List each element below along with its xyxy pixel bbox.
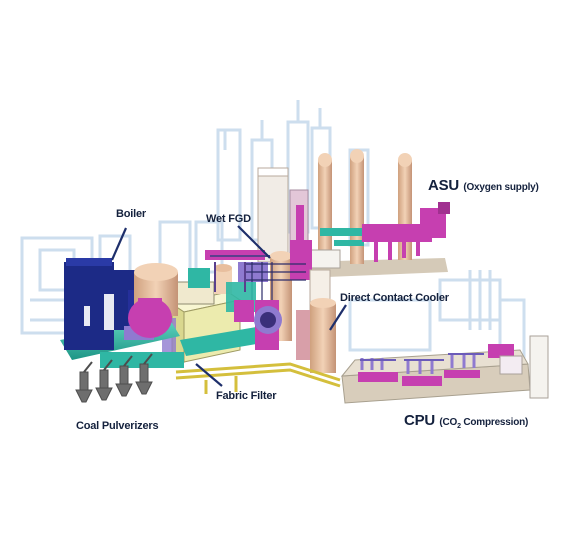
direct-contact-cooler-label: Direct Contact Cooler xyxy=(340,292,449,304)
label-leader-lines xyxy=(110,225,347,387)
cpu-label-main: CPU xyxy=(404,412,436,429)
cpu-label-sub-post: Compression) xyxy=(460,417,529,428)
storage-tank xyxy=(128,263,178,338)
cpu-unit xyxy=(358,335,549,399)
fabric-filter-label: Fabric Filter xyxy=(216,390,277,402)
direct-contact-cooler xyxy=(296,298,336,373)
wet-fgd-label: Wet FGD xyxy=(206,213,251,225)
coal-pulverizers-unit xyxy=(75,353,153,403)
asu-label-main: ASU xyxy=(428,177,460,194)
piping xyxy=(175,362,341,394)
cpu-label: CPU (CO2 Compression) xyxy=(404,412,528,430)
asu-label-sub: (Oxygen supply) xyxy=(463,182,539,193)
cpu-label-sub-pre: (CO xyxy=(439,417,458,428)
cpu-label-sub-subscript: 2 xyxy=(457,423,461,430)
boiler-label: Boiler xyxy=(116,208,146,220)
coal-pulverizers-label: Coal Pulverizers xyxy=(76,420,159,432)
asu-label: ASU (Oxygen supply) xyxy=(428,177,539,195)
cpu-label-sub: (CO2 Compression) xyxy=(439,417,529,430)
